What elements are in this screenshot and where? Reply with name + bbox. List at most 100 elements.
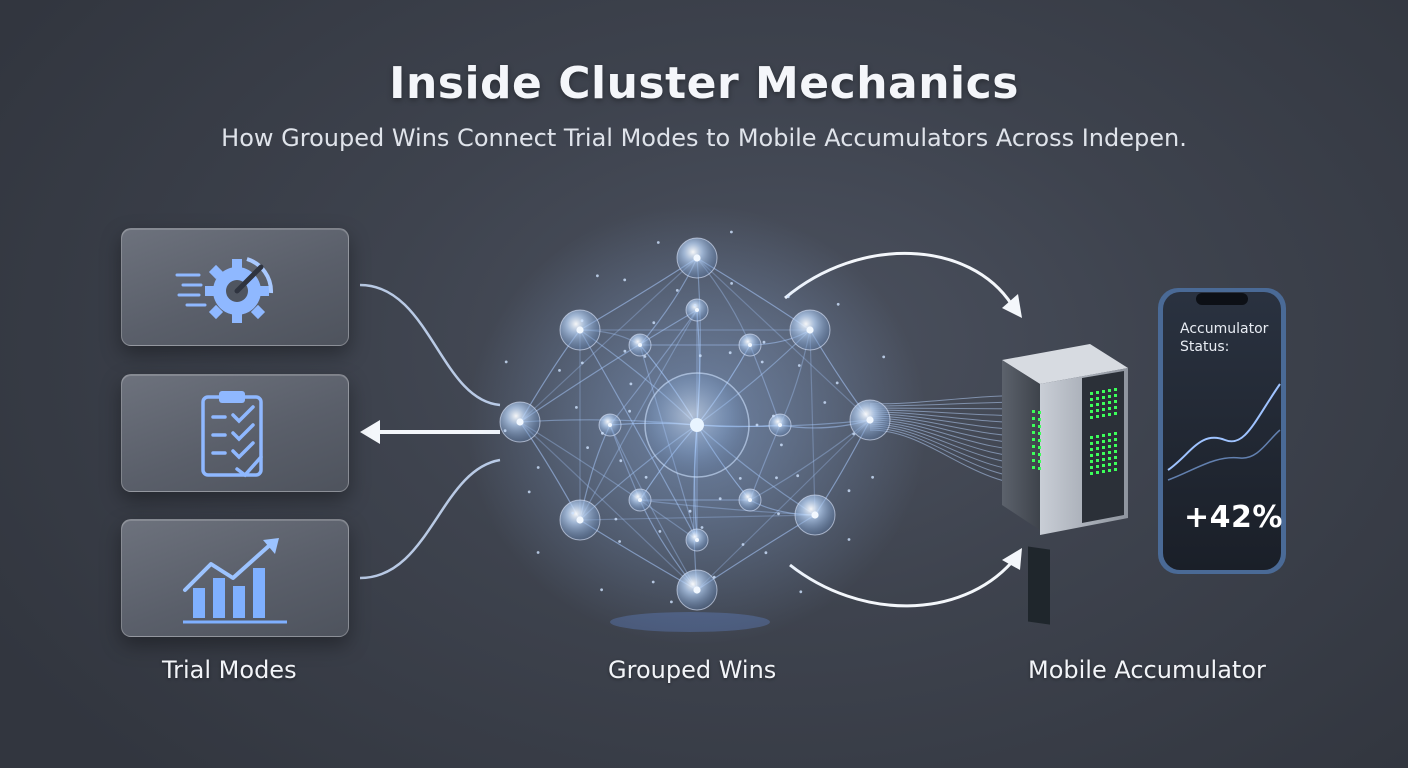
server-led (1032, 424, 1035, 427)
server-led (1108, 469, 1111, 472)
sparkle-dot (796, 474, 799, 477)
server-side-panel (1028, 546, 1050, 624)
server-led (1096, 447, 1099, 450)
server-box (1002, 344, 1128, 625)
sparkle-dot (756, 424, 759, 427)
server-led (1114, 432, 1117, 435)
network-node-dot (695, 308, 699, 312)
server-led (1090, 460, 1093, 463)
network-node-dot (516, 418, 523, 425)
server-led (1114, 388, 1117, 391)
sparkle-dot (823, 401, 826, 404)
sparkle-dot (780, 444, 783, 447)
server-led (1032, 417, 1035, 420)
sparkle-dot (558, 369, 561, 372)
server-led (1108, 445, 1111, 448)
phone-status-label: Accumulator Status: (1180, 320, 1280, 356)
label-trial-modes: Trial Modes (162, 656, 297, 684)
network-node-dot (866, 416, 873, 423)
core-dot (690, 418, 704, 432)
server-led (1102, 464, 1105, 467)
sparkle-dot (528, 491, 531, 494)
label-mobile-accumulator: Mobile Accumulator (1028, 656, 1266, 684)
sparkle-dot (761, 361, 764, 364)
network-node-dot (806, 326, 813, 333)
server-led (1102, 402, 1105, 405)
sparkle-dot (670, 601, 673, 604)
server-led (1090, 398, 1093, 401)
server-led (1096, 441, 1099, 444)
sparkle-dot (645, 476, 648, 479)
server-led (1090, 442, 1093, 445)
server-led (1114, 468, 1117, 471)
sparkle-dot (798, 364, 801, 367)
server-led (1090, 410, 1093, 413)
server-led (1108, 395, 1111, 398)
sparkle-dot (628, 410, 631, 413)
sparkle-dot (772, 415, 775, 418)
server-led (1108, 463, 1111, 466)
sparkle-dot (644, 355, 647, 358)
server-led (1108, 439, 1111, 442)
server-led (1096, 415, 1099, 418)
sparkle-dot (676, 289, 679, 292)
server-led (1102, 440, 1105, 443)
network-node-dot (748, 343, 752, 347)
server-led (1096, 409, 1099, 412)
server-led (1102, 458, 1105, 461)
server-led (1090, 404, 1093, 407)
sparkle-dot (742, 543, 745, 546)
sparkle-dot (777, 512, 780, 515)
sparkle-dot (615, 518, 618, 521)
sparkle-dot (575, 406, 578, 409)
server-led (1114, 450, 1117, 453)
sparkle-dot (652, 581, 655, 584)
sparkle-dot (505, 361, 508, 364)
server-led (1032, 445, 1035, 448)
sparkle-dot (652, 321, 655, 324)
sparkle-dot (729, 351, 732, 354)
sparkle-dot (581, 362, 584, 365)
sparkle-dot (882, 356, 885, 359)
sparkle-dot (852, 433, 855, 436)
server-led (1108, 389, 1111, 392)
page-title: Inside Cluster Mechanics (0, 58, 1408, 109)
growth-bar-chart-icon (175, 528, 305, 628)
server-led (1108, 407, 1111, 410)
server-led (1038, 418, 1041, 421)
network-node-dot (638, 343, 642, 347)
sparkle-dot (657, 241, 660, 244)
sparkle-dot (659, 530, 662, 533)
server-led (1108, 413, 1111, 416)
server-led (1038, 460, 1041, 463)
sparkle-dot (600, 588, 603, 591)
sparkle-dot (618, 540, 621, 543)
phone-value: +42% (1184, 500, 1283, 535)
sparkle-dot (787, 295, 790, 298)
page-subtitle: How Grouped Wins Connect Trial Modes to … (0, 124, 1408, 152)
phone-notch (1196, 293, 1248, 305)
server-led (1096, 403, 1099, 406)
network-shadow (610, 612, 770, 632)
sparkle-dot (730, 282, 733, 285)
server-led (1090, 448, 1093, 451)
sparkle-dot (537, 466, 540, 469)
server-led (1102, 396, 1105, 399)
sparkle-dot (848, 538, 851, 541)
network-node-dot (638, 498, 642, 502)
sparkle-dot (596, 274, 599, 277)
network-node-dot (576, 516, 583, 523)
sparkle-dot (763, 341, 766, 344)
network-node-dot (748, 498, 752, 502)
network-node-dot (693, 254, 700, 261)
server-led (1090, 472, 1093, 475)
network-node-dot (576, 326, 583, 333)
sparkle-dot (624, 350, 627, 353)
server-led (1102, 414, 1105, 417)
server-led (1090, 416, 1093, 419)
server-led (1102, 408, 1105, 411)
server-led (1102, 446, 1105, 449)
server-led (1032, 438, 1035, 441)
label-grouped-wins: Grouped Wins (608, 656, 776, 684)
sparkle-dot (836, 382, 839, 385)
